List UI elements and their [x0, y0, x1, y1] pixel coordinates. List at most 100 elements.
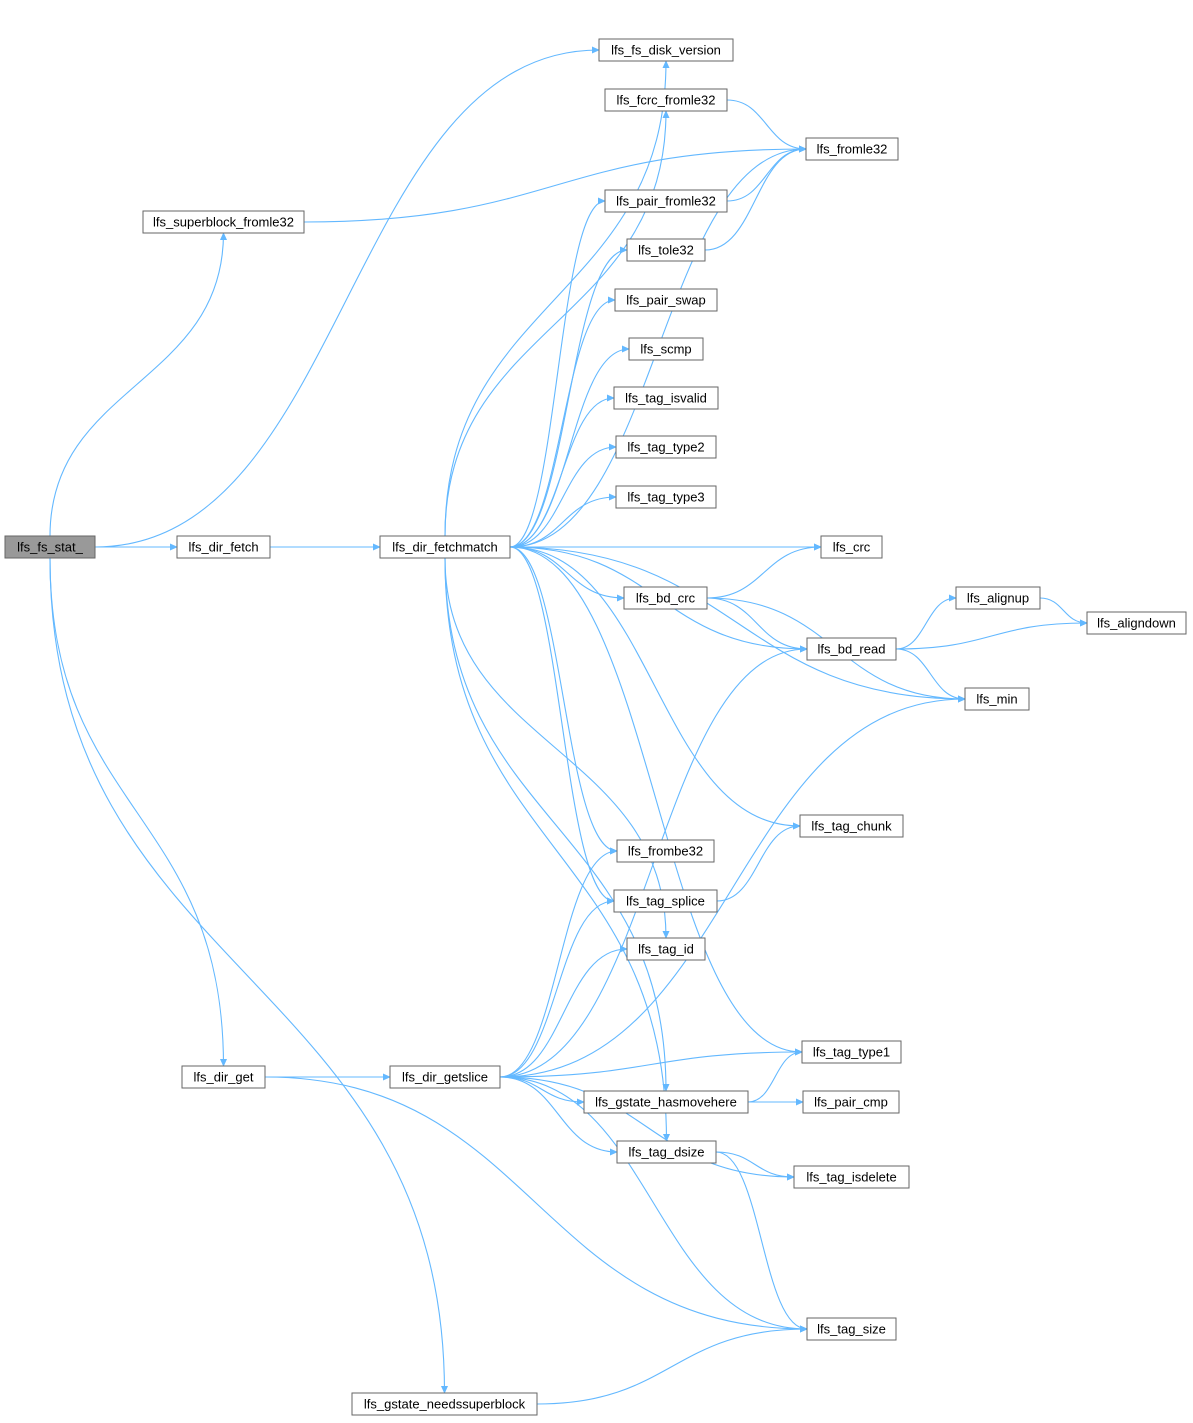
node-box — [802, 1090, 900, 1114]
node-box — [4, 535, 96, 559]
node-label: lfs_pair_cmp — [814, 1095, 888, 1110]
function-nodes: lfs_fs_stat_ lfs_superblock_fromle32 lfs_d… — [4, 38, 1187, 1416]
node-box — [820, 535, 883, 559]
node-lfs-gstate-needssuperblock[interactable]: lfs_gstate_needssuperblock — [351, 1392, 538, 1416]
node-box — [626, 937, 706, 961]
call-edge-lfs-pair-fromle32-to-lfs-fromle32 — [726, 145, 807, 202]
node-lfs-tag-type3[interactable]: lfs_tag_type3 — [615, 485, 717, 509]
node-lfs-bd-read[interactable]: lfs_bd_read — [806, 637, 897, 661]
node-lfs-fs-stat[interactable]: lfs_fs_stat_ — [4, 535, 96, 559]
node-label: lfs_pair_fromle32 — [616, 194, 716, 209]
node-box — [626, 238, 706, 262]
node-lfs-tag-type2[interactable]: lfs_tag_type2 — [615, 435, 717, 459]
node-label: lfs_fs_stat_ — [17, 540, 84, 555]
node-label: lfs_dir_fetch — [188, 540, 258, 555]
call-edge-lfs-dir-getslice-to-lfs-tag-splice — [499, 897, 615, 1078]
node-lfs-dir-get[interactable]: lfs_dir_get — [181, 1065, 266, 1089]
node-lfs-tag-chunk[interactable]: lfs_tag_chunk — [799, 814, 904, 838]
node-lfs-tag-dsize[interactable]: lfs_tag_dsize — [616, 1140, 717, 1164]
node-lfs-min[interactable]: lfs_min — [964, 687, 1030, 711]
node-label: lfs_superblock_fromle32 — [153, 215, 294, 230]
node-lfs-gstate-hasmovehere[interactable]: lfs_gstate_hasmovehere — [583, 1090, 749, 1114]
node-lfs-pair-fromle32[interactable]: lfs_pair_fromle32 — [604, 189, 728, 213]
node-lfs-tole32[interactable]: lfs_tole32 — [626, 238, 706, 262]
node-label: lfs_tag_chunk — [811, 819, 892, 834]
call-edge-lfs-tag-dsize-to-lfs-tag-size — [715, 1151, 808, 1333]
node-box — [616, 1140, 717, 1164]
node-box — [628, 337, 704, 361]
call-edge-lfs-dir-getslice-to-lfs-tag-size — [499, 1076, 808, 1333]
node-box — [389, 1065, 501, 1089]
node-box — [613, 386, 719, 410]
node-lfs-bd-crc[interactable]: lfs_bd_crc — [623, 586, 708, 610]
node-label: lfs_bd_crc — [636, 591, 696, 606]
node-lfs-pair-cmp[interactable]: lfs_pair_cmp — [802, 1090, 900, 1114]
node-box — [379, 535, 511, 559]
call-edge-lfs-dir-getslice-to-lfs-tag-dsize — [499, 1076, 618, 1156]
call-edge-lfs-dir-fetchmatch-to-lfs-pair-fromle32 — [509, 197, 606, 548]
node-lfs-aligndown[interactable]: lfs_aligndown — [1086, 611, 1187, 635]
node-lfs-scmp[interactable]: lfs_scmp — [628, 337, 704, 361]
node-label: lfs_gstate_needssuperblock — [364, 1397, 526, 1412]
node-lfs-frombe32[interactable]: lfs_frombe32 — [616, 839, 715, 863]
node-label: lfs_gstate_hasmovehere — [595, 1095, 737, 1110]
node-box — [176, 535, 271, 559]
node-lfs-tag-type1[interactable]: lfs_tag_type1 — [801, 1040, 902, 1064]
node-label: lfs_aligndown — [1097, 616, 1176, 631]
node-box — [615, 435, 717, 459]
node-box — [955, 586, 1041, 610]
node-lfs-dir-fetchmatch[interactable]: lfs_dir_fetchmatch — [379, 535, 511, 559]
call-edge-lfs-dir-fetchmatch-to-lfs-tag-type1 — [509, 546, 803, 1056]
node-box — [181, 1065, 266, 1089]
node-box — [598, 38, 734, 62]
node-label: lfs_tag_type1 — [813, 1045, 890, 1060]
call-edge-lfs-dir-fetchmatch-to-lfs-tag-type2 — [509, 443, 617, 548]
call-edge-lfs-bd-read-to-lfs-alignup — [895, 594, 957, 650]
call-edge-lfs-bd-crc-to-lfs-bd-read — [706, 597, 808, 653]
node-lfs-tag-id[interactable]: lfs_tag_id — [626, 937, 706, 961]
call-edge-lfs-dir-fetchmatch-to-lfs-fs-disk-version — [444, 60, 670, 537]
node-label: lfs_crc — [833, 540, 871, 555]
call-edge-lfs-fs-stat--to-lfs-gstate-needssuperblock — [49, 557, 449, 1394]
call-edge-lfs-dir-get-to-lfs-tag-size — [264, 1076, 808, 1333]
node-lfs-tag-splice[interactable]: lfs_tag_splice — [613, 889, 718, 913]
call-edge-lfs-dir-fetchmatch-to-lfs-frombe32 — [509, 546, 618, 855]
node-label: lfs_tole32 — [638, 243, 694, 258]
node-label: lfs_tag_dsize — [629, 1145, 705, 1160]
node-lfs-tag-isdelete[interactable]: lfs_tag_isdelete — [793, 1165, 910, 1189]
call-edge-lfs-fcrc-fromle32-to-lfs-fromle32 — [726, 99, 807, 153]
node-label: lfs_fs_disk_version — [611, 43, 721, 58]
node-lfs-tag-size[interactable]: lfs_tag_size — [806, 1317, 897, 1341]
node-lfs-fs-disk-version[interactable]: lfs_fs_disk_version — [598, 38, 734, 62]
node-lfs-pair-swap[interactable]: lfs_pair_swap — [614, 288, 718, 312]
call-edge-lfs-tag-splice-to-lfs-tag-chunk — [716, 822, 801, 902]
call-edge-lfs-gstate-needssuperblock-to-lfs-tag-size — [536, 1325, 808, 1405]
call-edge-lfs-bd-read-to-lfs-aligndown — [895, 619, 1088, 650]
node-lfs-crc[interactable]: lfs_crc — [820, 535, 883, 559]
node-label: lfs_tag_type3 — [627, 490, 704, 505]
call-edge-lfs-tole32-to-lfs-fromle32 — [704, 145, 807, 251]
node-lfs-superblock-fromle32[interactable]: lfs_superblock_fromle32 — [142, 210, 305, 234]
node-label: lfs_tag_id — [638, 942, 694, 957]
node-lfs-tag-isvalid[interactable]: lfs_tag_isvalid — [613, 386, 719, 410]
node-lfs-fromle32[interactable]: lfs_fromle32 — [805, 137, 899, 161]
node-lfs-alignup[interactable]: lfs_alignup — [955, 586, 1041, 610]
call-edge-lfs-alignup-to-lfs-aligndown — [1039, 597, 1088, 627]
node-lfs-dir-fetch[interactable]: lfs_dir_fetch — [176, 535, 271, 559]
node-label: lfs_frombe32 — [628, 844, 703, 859]
call-edge-lfs-dir-getslice-to-lfs-bd-read — [499, 645, 808, 1078]
node-lfs-fcrc-fromle32[interactable]: lfs_fcrc_fromle32 — [604, 88, 728, 112]
node-lfs-dir-getslice[interactable]: lfs_dir_getslice — [389, 1065, 501, 1089]
node-label: lfs_tag_size — [817, 1322, 886, 1337]
node-label: lfs_pair_swap — [626, 293, 706, 308]
node-box — [1086, 611, 1187, 635]
call-edge-lfs-dir-fetchmatch-to-lfs-tag-id — [444, 557, 670, 939]
node-box — [616, 839, 715, 863]
node-box — [799, 814, 904, 838]
call-edge-lfs-dir-fetchmatch-to-lfs-bd-crc — [509, 546, 625, 602]
call-edge-lfs-dir-fetchmatch-to-lfs-scmp — [509, 345, 630, 548]
node-box — [615, 485, 717, 509]
call-edge-lfs-fs-stat--to-lfs-fs-disk-version — [94, 46, 600, 548]
node-box — [351, 1392, 538, 1416]
